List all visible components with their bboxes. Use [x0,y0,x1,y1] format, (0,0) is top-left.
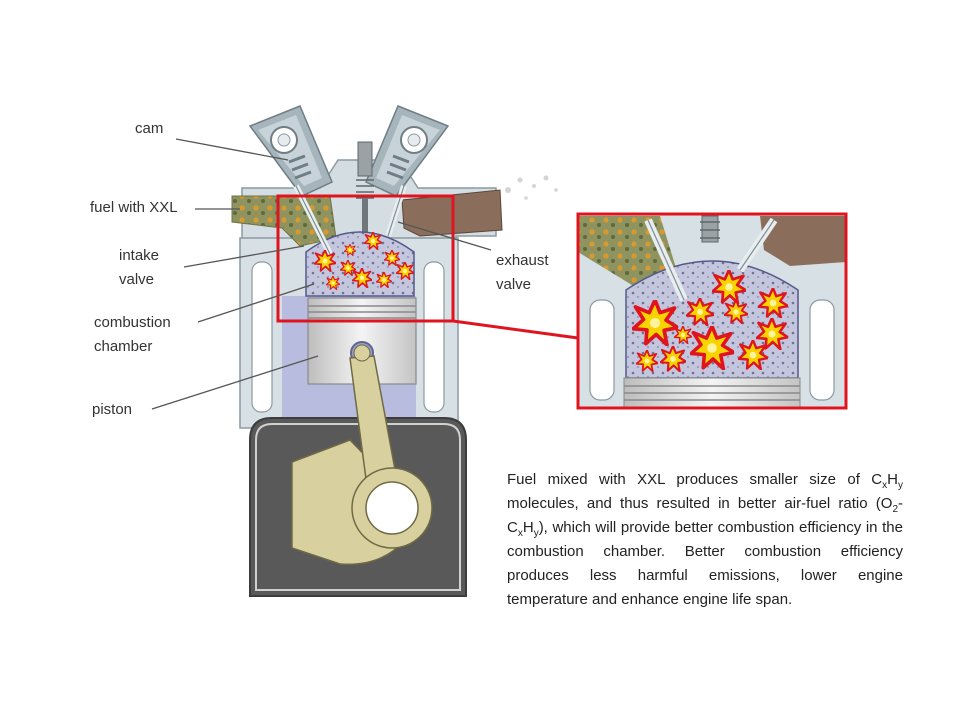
label-combustion-line1: combustion [94,314,171,331]
description-part1: Fuel mixed with XXL produces smaller siz… [507,471,883,488]
label-piston: piston [92,401,133,418]
label-cam: cam [135,120,164,137]
exhaust-smoke [505,175,558,200]
label-combustion-line2: chamber [94,338,153,355]
leader-exhaust [397,221,492,251]
spark-plug [356,141,374,232]
leader-intake [183,245,305,268]
label-intake-line2: valve [119,271,155,288]
leader-lines [151,138,492,410]
zoom-connector [452,319,579,340]
leader-piston [151,355,319,410]
description-dash-c: -C [507,495,903,536]
leader-combustion [197,283,315,323]
description-sub-y1: y [898,480,903,491]
description-h2: H [522,519,534,536]
exhaust-cam-housing [365,105,450,197]
intake-cam-housing [248,105,333,197]
description-part2: molecules, and thus resulted in better a… [507,495,893,512]
description-h1: H [887,471,898,488]
leader-cam [175,138,289,161]
zoom-inset [578,214,846,409]
label-combustion-chamber: combustion chamber [94,311,194,359]
description-sub-y2: y [533,528,539,539]
description-sub-2: 2 [892,504,898,515]
label-exhaust-line2: valve [496,276,532,293]
description-paragraph: Fuel mixed with XXL produces smaller siz… [507,468,903,612]
label-intake-line1: intake [119,247,160,264]
label-exhaust-line1: exhaust [496,252,549,269]
highlight-box [276,194,455,323]
description-sub-x2: x [517,528,523,539]
zoom-inset-frame [576,212,848,410]
label-exhaust-valve: exhaust valve [496,249,566,297]
label-fuel-with-xxl: fuel with XXL [90,199,178,216]
description-sub-x1: x [882,480,888,491]
description-part3: ), which will provide better combustion … [507,519,903,608]
label-intake-valve: intake valve [119,244,189,292]
